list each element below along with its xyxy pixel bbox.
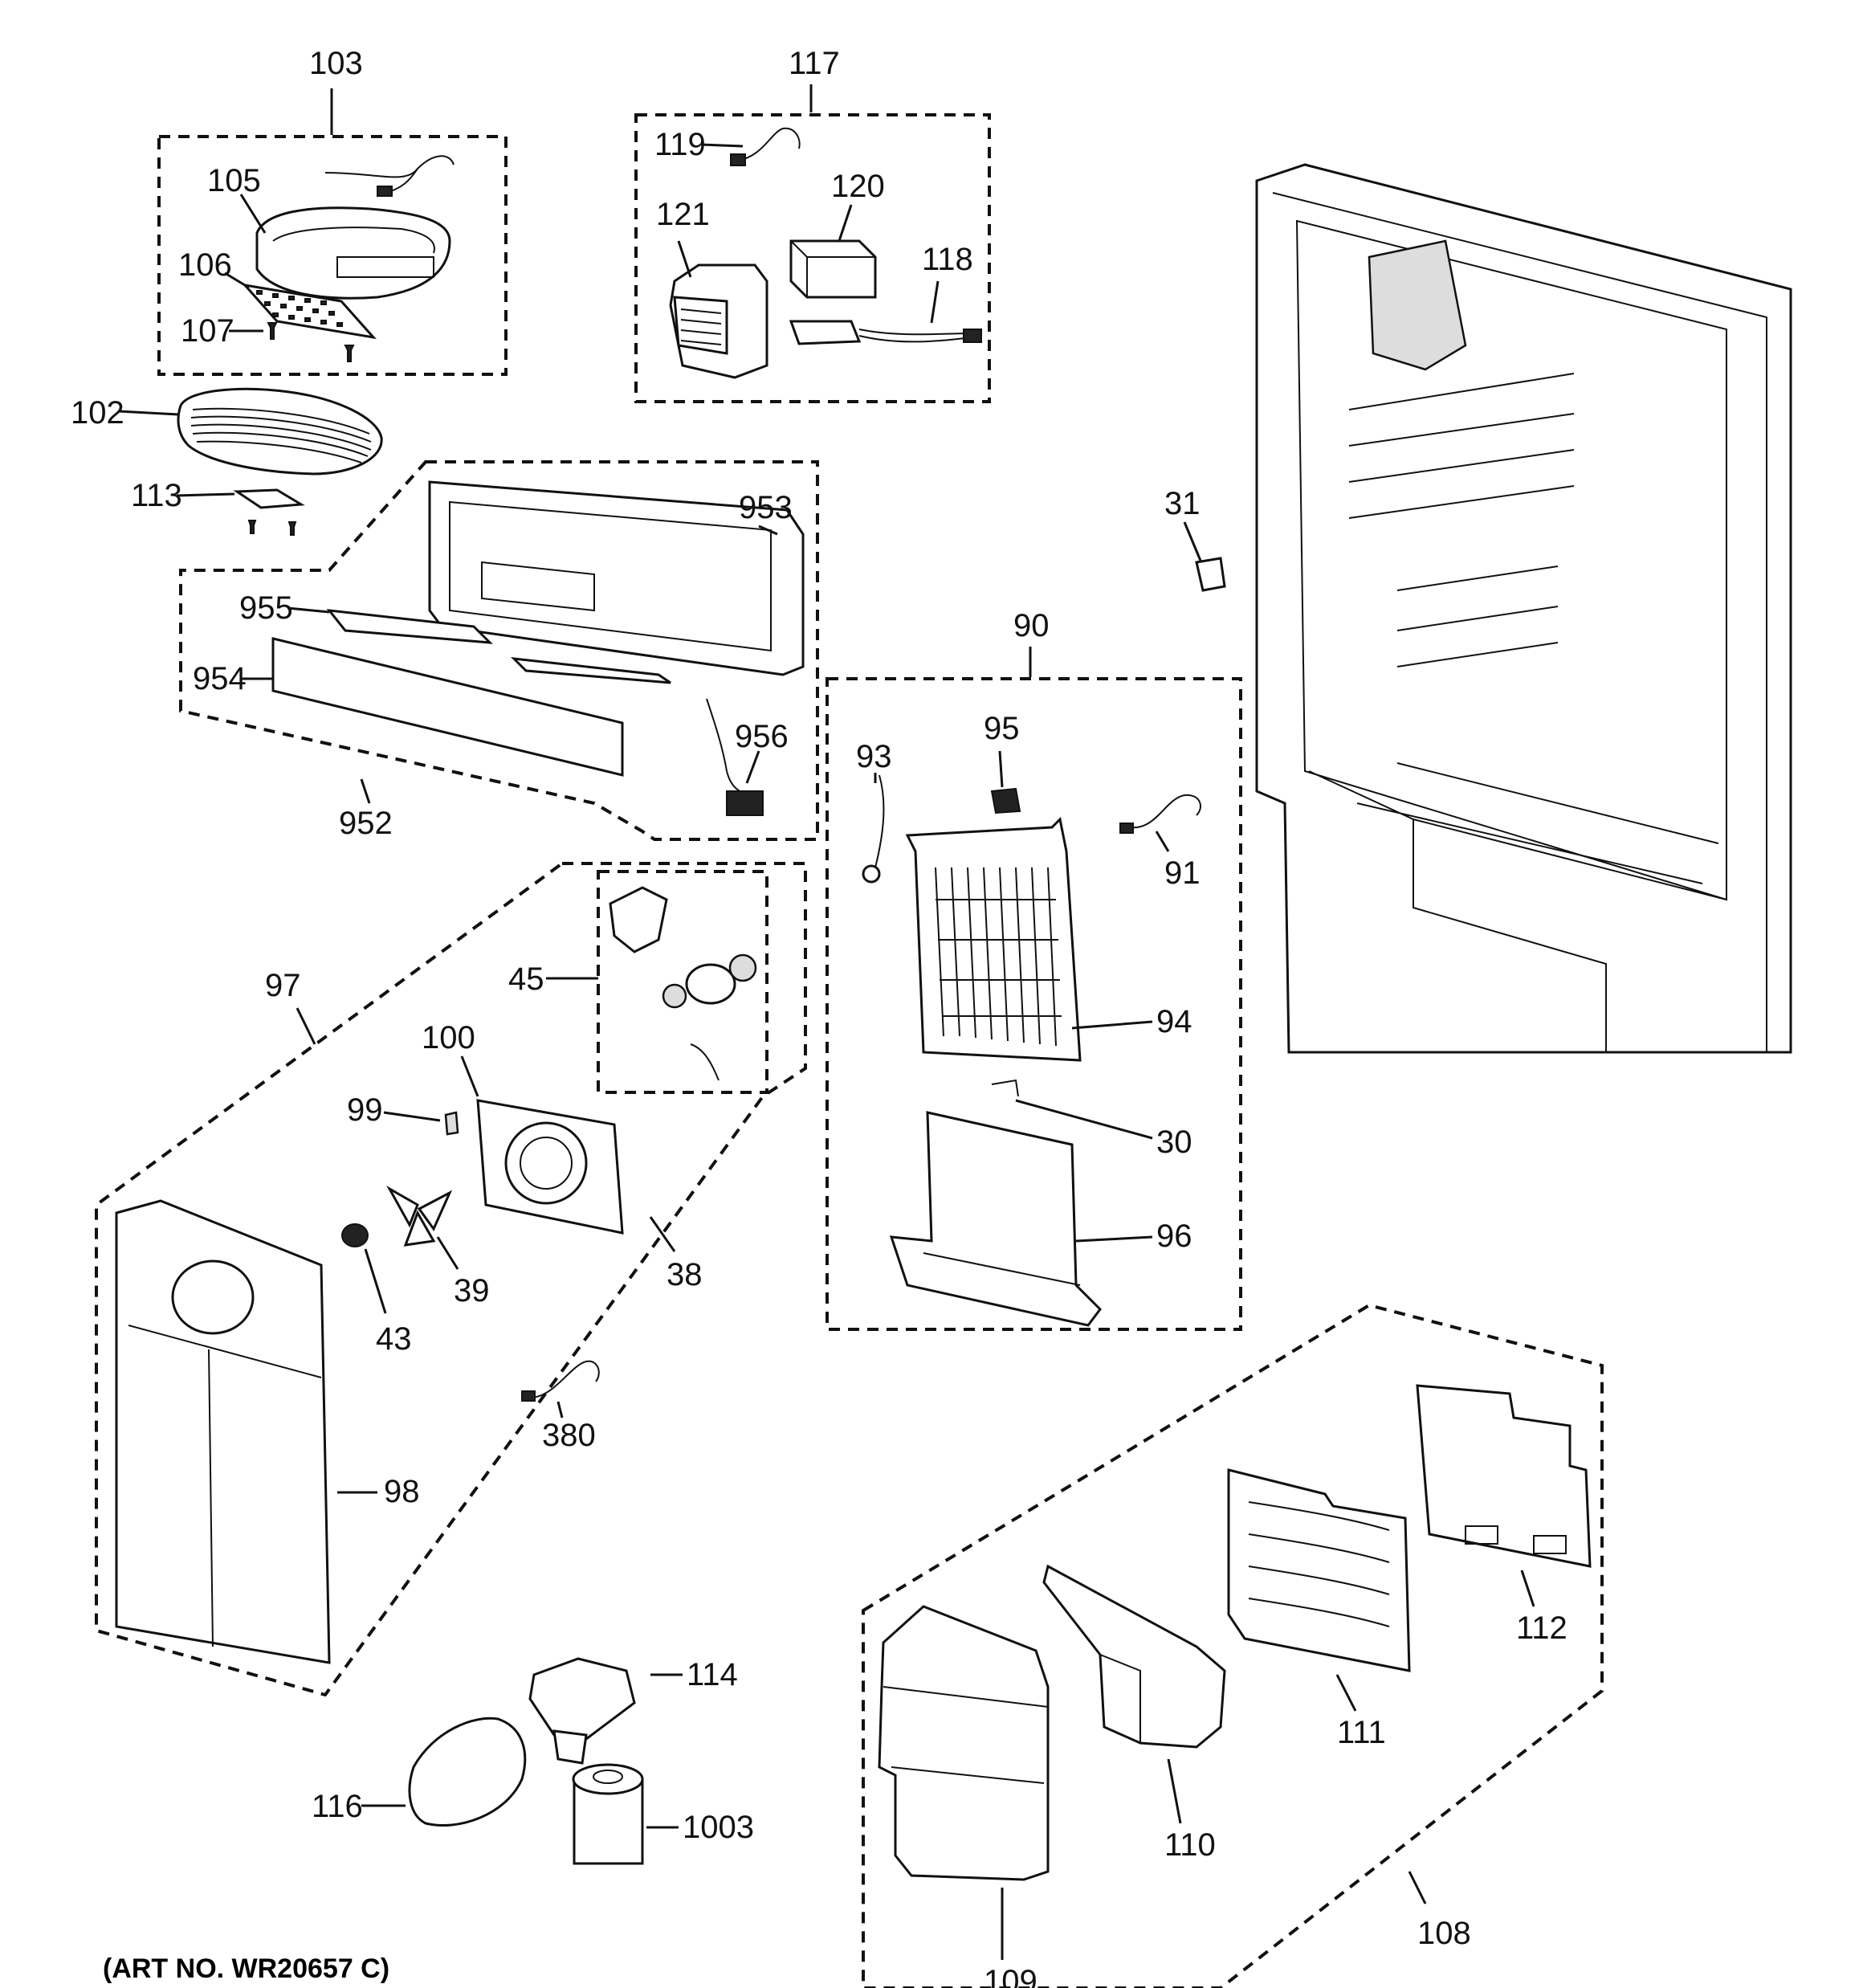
cabinet-outer	[1255, 163, 1792, 1054]
callout-112[interactable]: 112	[1516, 1610, 1567, 1646]
callout-93[interactable]: 93	[856, 739, 892, 774]
callout-103[interactable]: 103	[309, 46, 363, 81]
part-102-grille: 102	[71, 387, 383, 476]
callout-952[interactable]: 952	[339, 806, 393, 841]
callout-117[interactable]: 117	[789, 46, 840, 81]
callout-111[interactable]: 111	[1337, 1715, 1386, 1750]
callout-43[interactable]: 43	[376, 1321, 412, 1357]
assembly-117-boundary	[634, 113, 991, 403]
fan-blade-39	[386, 1186, 453, 1247]
heater-coils	[1248, 1501, 1390, 1627]
callout-118[interactable]: 118	[922, 242, 973, 277]
callout-953[interactable]: 953	[739, 490, 793, 525]
lens-dots	[256, 290, 343, 327]
callout-116[interactable]: 116	[312, 1789, 363, 1824]
bushing-43	[341, 1223, 369, 1247]
callout-30[interactable]: 30	[1156, 1125, 1192, 1160]
liner-shelf-rails	[1348, 373, 1575, 667]
bracket-113	[233, 488, 305, 509]
callout-99[interactable]: 99	[347, 1092, 383, 1128]
callout-102[interactable]: 102	[71, 395, 124, 431]
housing-953	[428, 480, 805, 676]
screw-107b	[344, 345, 355, 362]
evaporator-fins	[935, 867, 1062, 1047]
assembly-97: 97 45 100 99 39 43 38 380	[95, 862, 807, 1697]
assembly-90: 90 93 95 91 94 30 9	[826, 608, 1242, 1331]
assembly-90-boundary	[826, 677, 1242, 1331]
ice-duct-110	[1042, 1564, 1226, 1749]
clip-99	[444, 1111, 459, 1136]
drain-pan-96	[889, 1111, 1102, 1327]
part-1003: 1003	[572, 1763, 754, 1865]
callout-380[interactable]: 380	[542, 1418, 596, 1453]
fan-motor-bracket	[609, 886, 668, 953]
evaporator-cover-98	[115, 1199, 331, 1664]
callout-45[interactable]: 45	[508, 961, 544, 997]
callout-110[interactable]: 110	[1164, 1827, 1216, 1863]
callout-106[interactable]: 106	[178, 247, 232, 283]
assembly-952: 953 955 954 956 952	[179, 460, 819, 841]
clip-31	[1195, 557, 1226, 592]
art-number-caption: (ART NO. WR20657 C)	[103, 1953, 389, 1984]
assembly-45-boundary	[597, 870, 768, 1094]
grille-102	[177, 387, 383, 476]
wire-380	[529, 1360, 600, 1398]
callout-105[interactable]: 105	[207, 163, 261, 198]
callout-94[interactable]: 94	[1156, 1004, 1192, 1039]
control-board-118	[789, 320, 862, 345]
clip-95	[990, 787, 1021, 814]
cabinet-liner	[1255, 163, 1792, 1054]
assembly-117: 117 119 121 120 118	[634, 46, 991, 403]
wire-119	[736, 127, 801, 161]
part-31: 31	[1164, 486, 1226, 592]
heater-plate-111	[1227, 1468, 1411, 1672]
callout-38[interactable]: 38	[667, 1257, 703, 1292]
callout-120[interactable]: 120	[831, 169, 885, 204]
assembly-97-boundary	[95, 862, 807, 1697]
callout-95[interactable]: 95	[984, 711, 1020, 746]
callout-100[interactable]: 100	[422, 1020, 475, 1055]
duct-120	[789, 239, 877, 299]
foam-955	[326, 609, 493, 644]
callout-114[interactable]: 114	[687, 1657, 738, 1692]
panel-954	[271, 637, 624, 777]
ice-bin-109	[878, 1605, 1050, 1881]
callout-97[interactable]: 97	[265, 968, 301, 1003]
callout-90[interactable]: 90	[1013, 608, 1050, 643]
wire-connector	[377, 186, 393, 197]
callout-956[interactable]: 956	[735, 719, 789, 754]
filter-head-114	[528, 1657, 636, 1741]
callout-955[interactable]: 955	[239, 590, 293, 626]
callout-108[interactable]: 108	[1417, 1916, 1471, 1951]
light-housing	[255, 206, 451, 300]
part-116: 116	[312, 1717, 527, 1827]
callout-107[interactable]: 107	[181, 313, 234, 349]
callout-39[interactable]: 39	[454, 1273, 490, 1308]
part-113-bracket: 113	[131, 478, 305, 536]
assembly-108: 108 109 110 111 112	[862, 1303, 1604, 1988]
assembly-103-boundary	[157, 135, 508, 376]
callout-1003[interactable]: 1003	[683, 1810, 754, 1845]
assembly-952-boundary	[179, 460, 819, 841]
callout-954[interactable]: 954	[193, 661, 247, 696]
callout-96[interactable]: 96	[1156, 1219, 1192, 1254]
assembly-103: 103 105 106 107	[157, 46, 508, 376]
callout-121[interactable]: 121	[656, 197, 710, 232]
assembly-108-boundary	[862, 1303, 1604, 1988]
part-114: 114	[528, 1657, 738, 1765]
cover-plate-112	[1416, 1384, 1592, 1568]
callout-113[interactable]: 113	[131, 478, 182, 513]
callout-91[interactable]: 91	[1164, 855, 1201, 891]
callout-31[interactable]: 31	[1164, 486, 1201, 521]
callout-98[interactable]: 98	[384, 1474, 420, 1509]
callout-109[interactable]: 109	[984, 1964, 1037, 1988]
screw-107	[267, 322, 278, 340]
filter-cover-116	[408, 1717, 527, 1827]
callout-119[interactable]: 119	[654, 127, 706, 162]
